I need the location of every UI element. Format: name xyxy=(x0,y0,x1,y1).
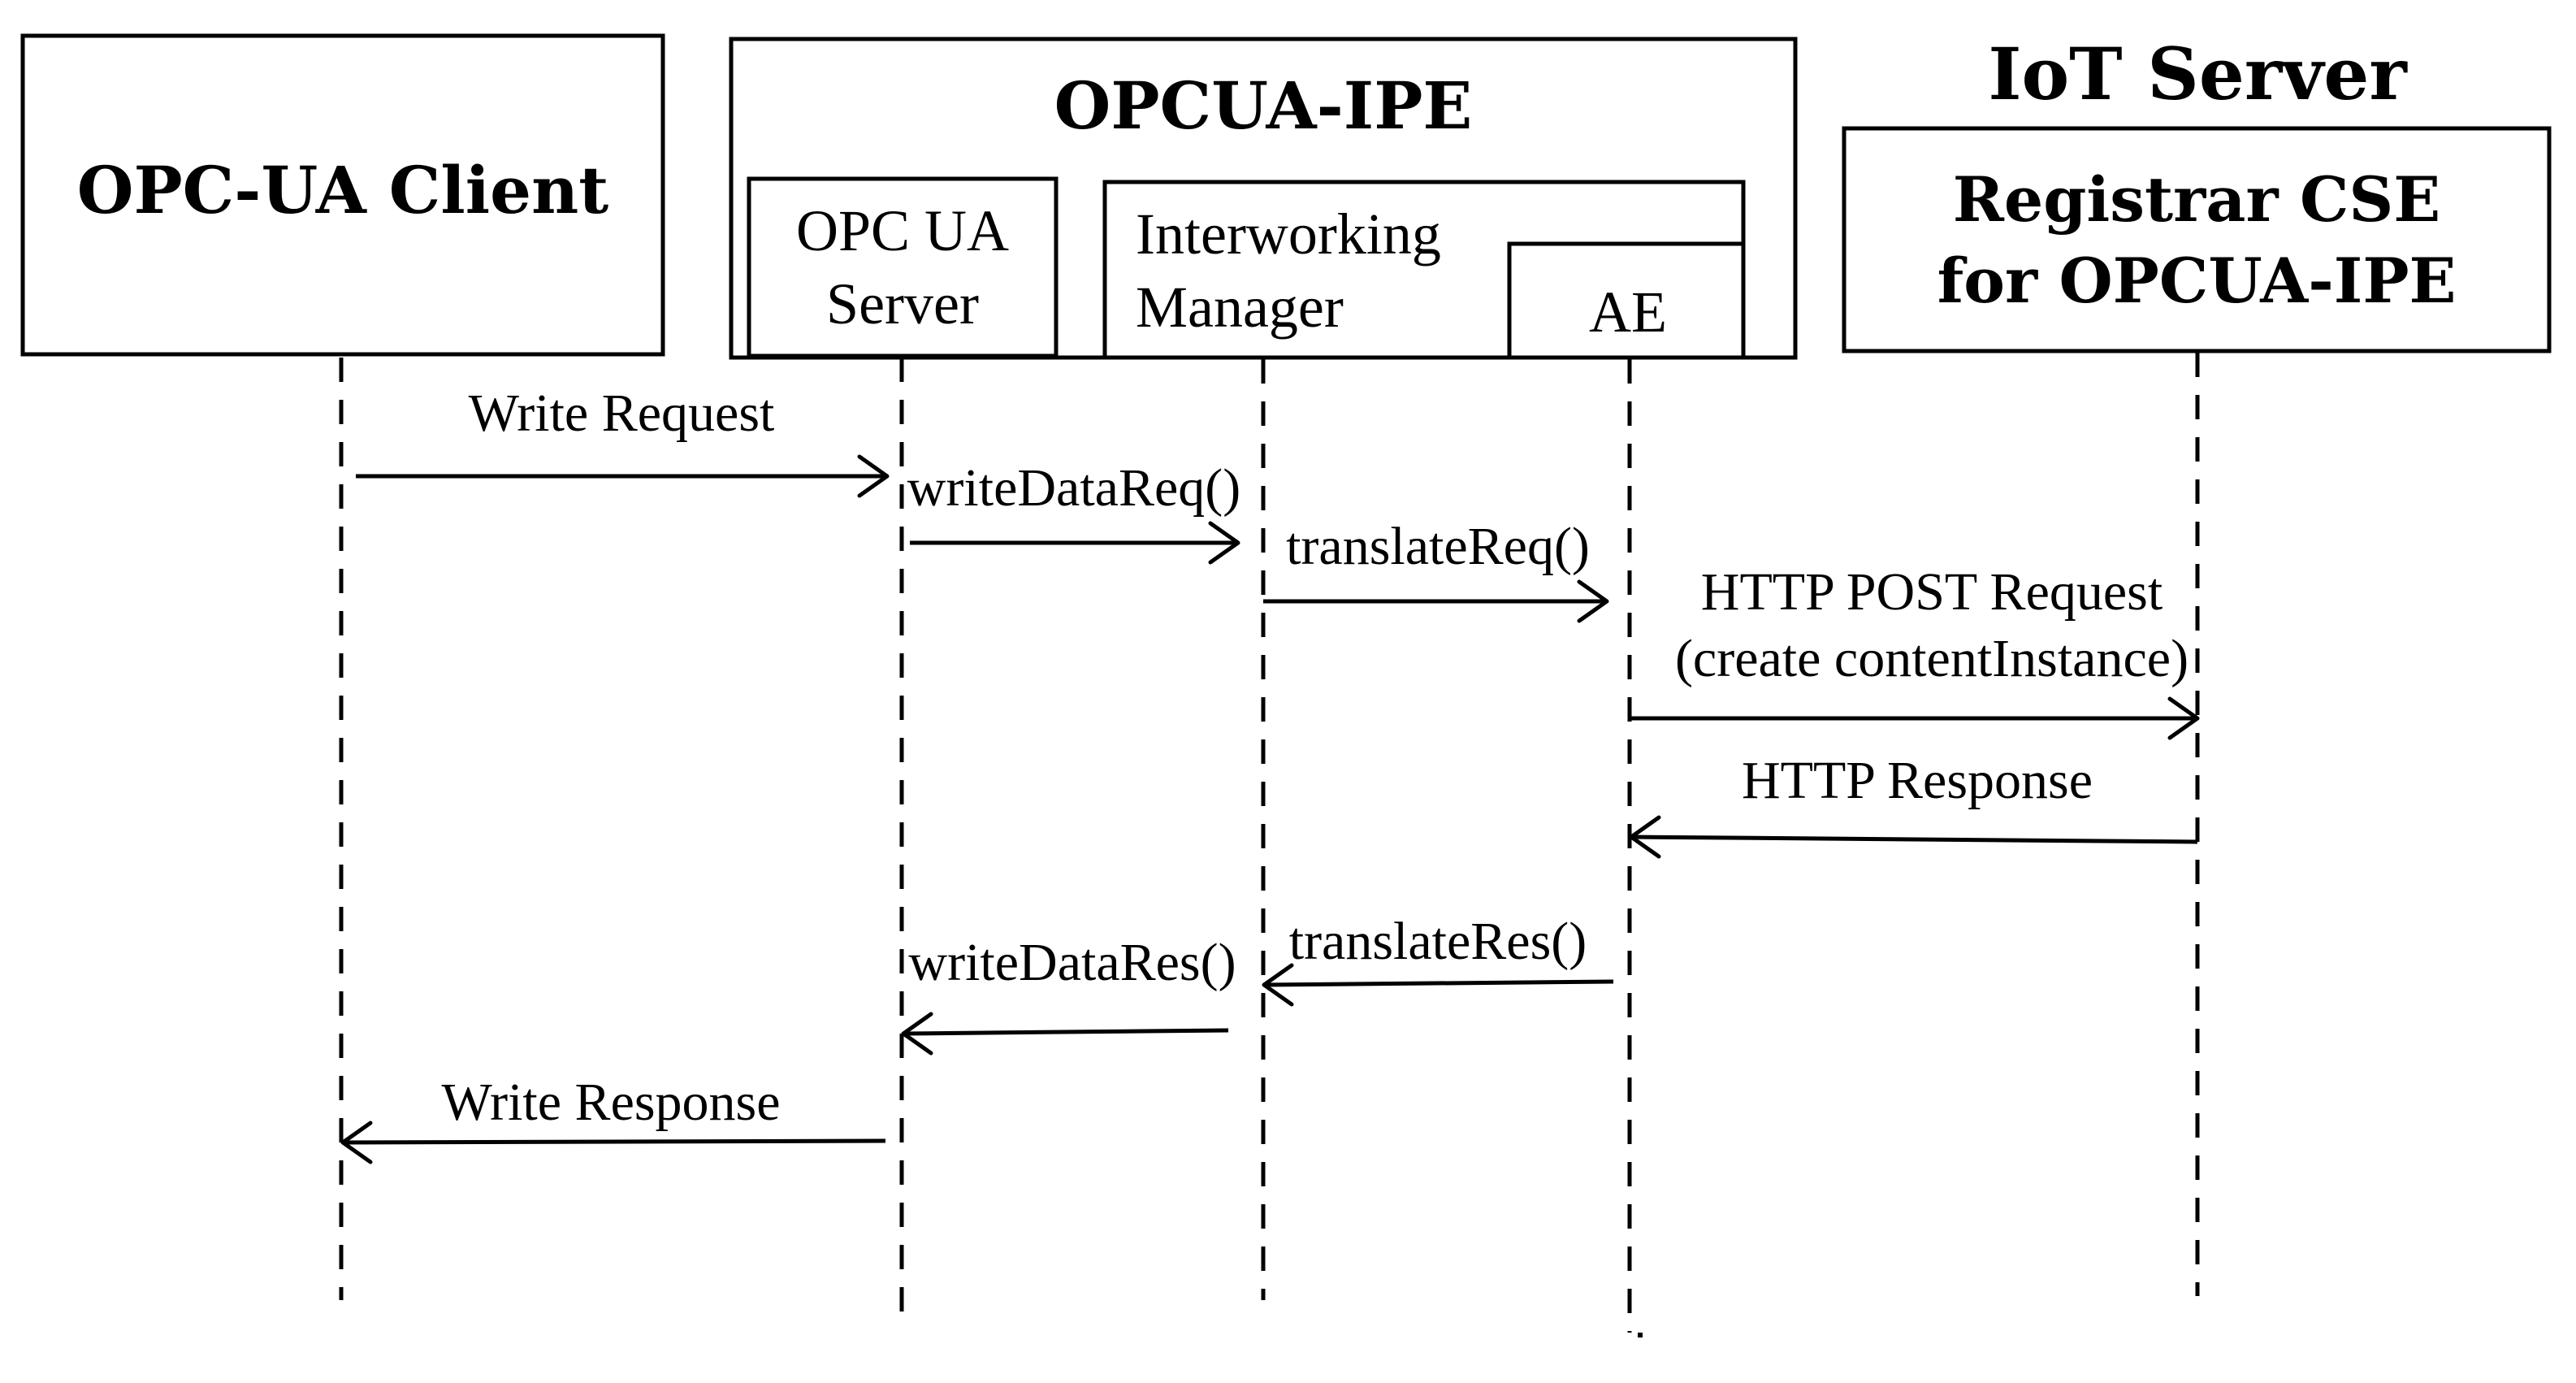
manager-label-line1: Interworking xyxy=(1136,202,1441,267)
message-label: Write Response xyxy=(441,1073,780,1132)
manager-label-line2: Manager xyxy=(1136,275,1344,340)
message-label: Write Request xyxy=(469,384,775,443)
ua-server-box xyxy=(747,176,1059,358)
arrowhead-right xyxy=(1208,521,1240,565)
iot-server-participant: IoT Server Registrar CSE for OPCUA-IPE xyxy=(1842,32,2552,353)
message-label: HTTP Response xyxy=(1742,751,2093,810)
iot-server-label: IoT Server xyxy=(1988,32,2408,116)
ae-box xyxy=(1507,241,1746,360)
client-box xyxy=(20,33,665,357)
ua-server-label-line1: OPC UA xyxy=(796,198,1009,263)
ae-label: AE xyxy=(1589,280,1667,345)
arrowhead-left xyxy=(340,1121,373,1164)
cse-label-line2: for OPCUA-IPE xyxy=(1937,245,2457,317)
ua-server-label-line2: Server xyxy=(826,271,979,336)
message-label: HTTP POST Request xyxy=(1701,562,2163,622)
message-label: translateRes() xyxy=(1289,912,1587,971)
message-line xyxy=(1632,835,2198,844)
message-write-data-res: writeDataRes() xyxy=(901,933,1236,1056)
ipe-label: OPCUA-IPE xyxy=(1054,67,1473,144)
message-line xyxy=(904,1028,1229,1036)
message-translate-res: translateRes() xyxy=(1262,912,1614,1007)
message-label: writeDataRes() xyxy=(908,933,1236,992)
client-participant: OPC-UA Client xyxy=(20,33,665,357)
message-translate-req: translateReq() xyxy=(1263,517,1609,623)
ae-lifeline-end-mark xyxy=(1638,1333,1643,1337)
message-label: translateReq() xyxy=(1286,517,1590,576)
cse-box xyxy=(1842,126,2552,353)
ipe-participant: OPCUA-IPE OPC UA Server Interworking Man… xyxy=(729,37,1798,360)
cse-label-line1: Registrar CSE xyxy=(1953,163,2441,236)
message-write-response: Write Response xyxy=(340,1073,886,1164)
arrowhead-right xyxy=(857,454,890,498)
arrowhead-left xyxy=(1629,815,1661,859)
ua-server-participant: OPC UA Server xyxy=(747,176,1059,358)
message-write-data-req: writeDataReq() xyxy=(907,458,1240,565)
client-label: OPC-UA Client xyxy=(77,152,608,228)
message-write-request: Write Request xyxy=(356,384,890,498)
message-http-post-request: HTTP POST Request (create contentInstanc… xyxy=(1630,562,2200,740)
message-http-response: HTTP Response xyxy=(1629,751,2198,859)
message-line xyxy=(1265,979,1614,987)
arrowhead-left xyxy=(1262,963,1294,1007)
message-line xyxy=(344,1138,886,1145)
ae-participant: AE xyxy=(1507,241,1746,360)
arrowhead-right xyxy=(2167,696,2200,740)
message-label: writeDataReq() xyxy=(907,458,1240,518)
message-label-line2: (create contentInstance) xyxy=(1675,629,2189,688)
arrowhead-left xyxy=(901,1012,933,1056)
arrowhead-right xyxy=(1577,579,1609,623)
